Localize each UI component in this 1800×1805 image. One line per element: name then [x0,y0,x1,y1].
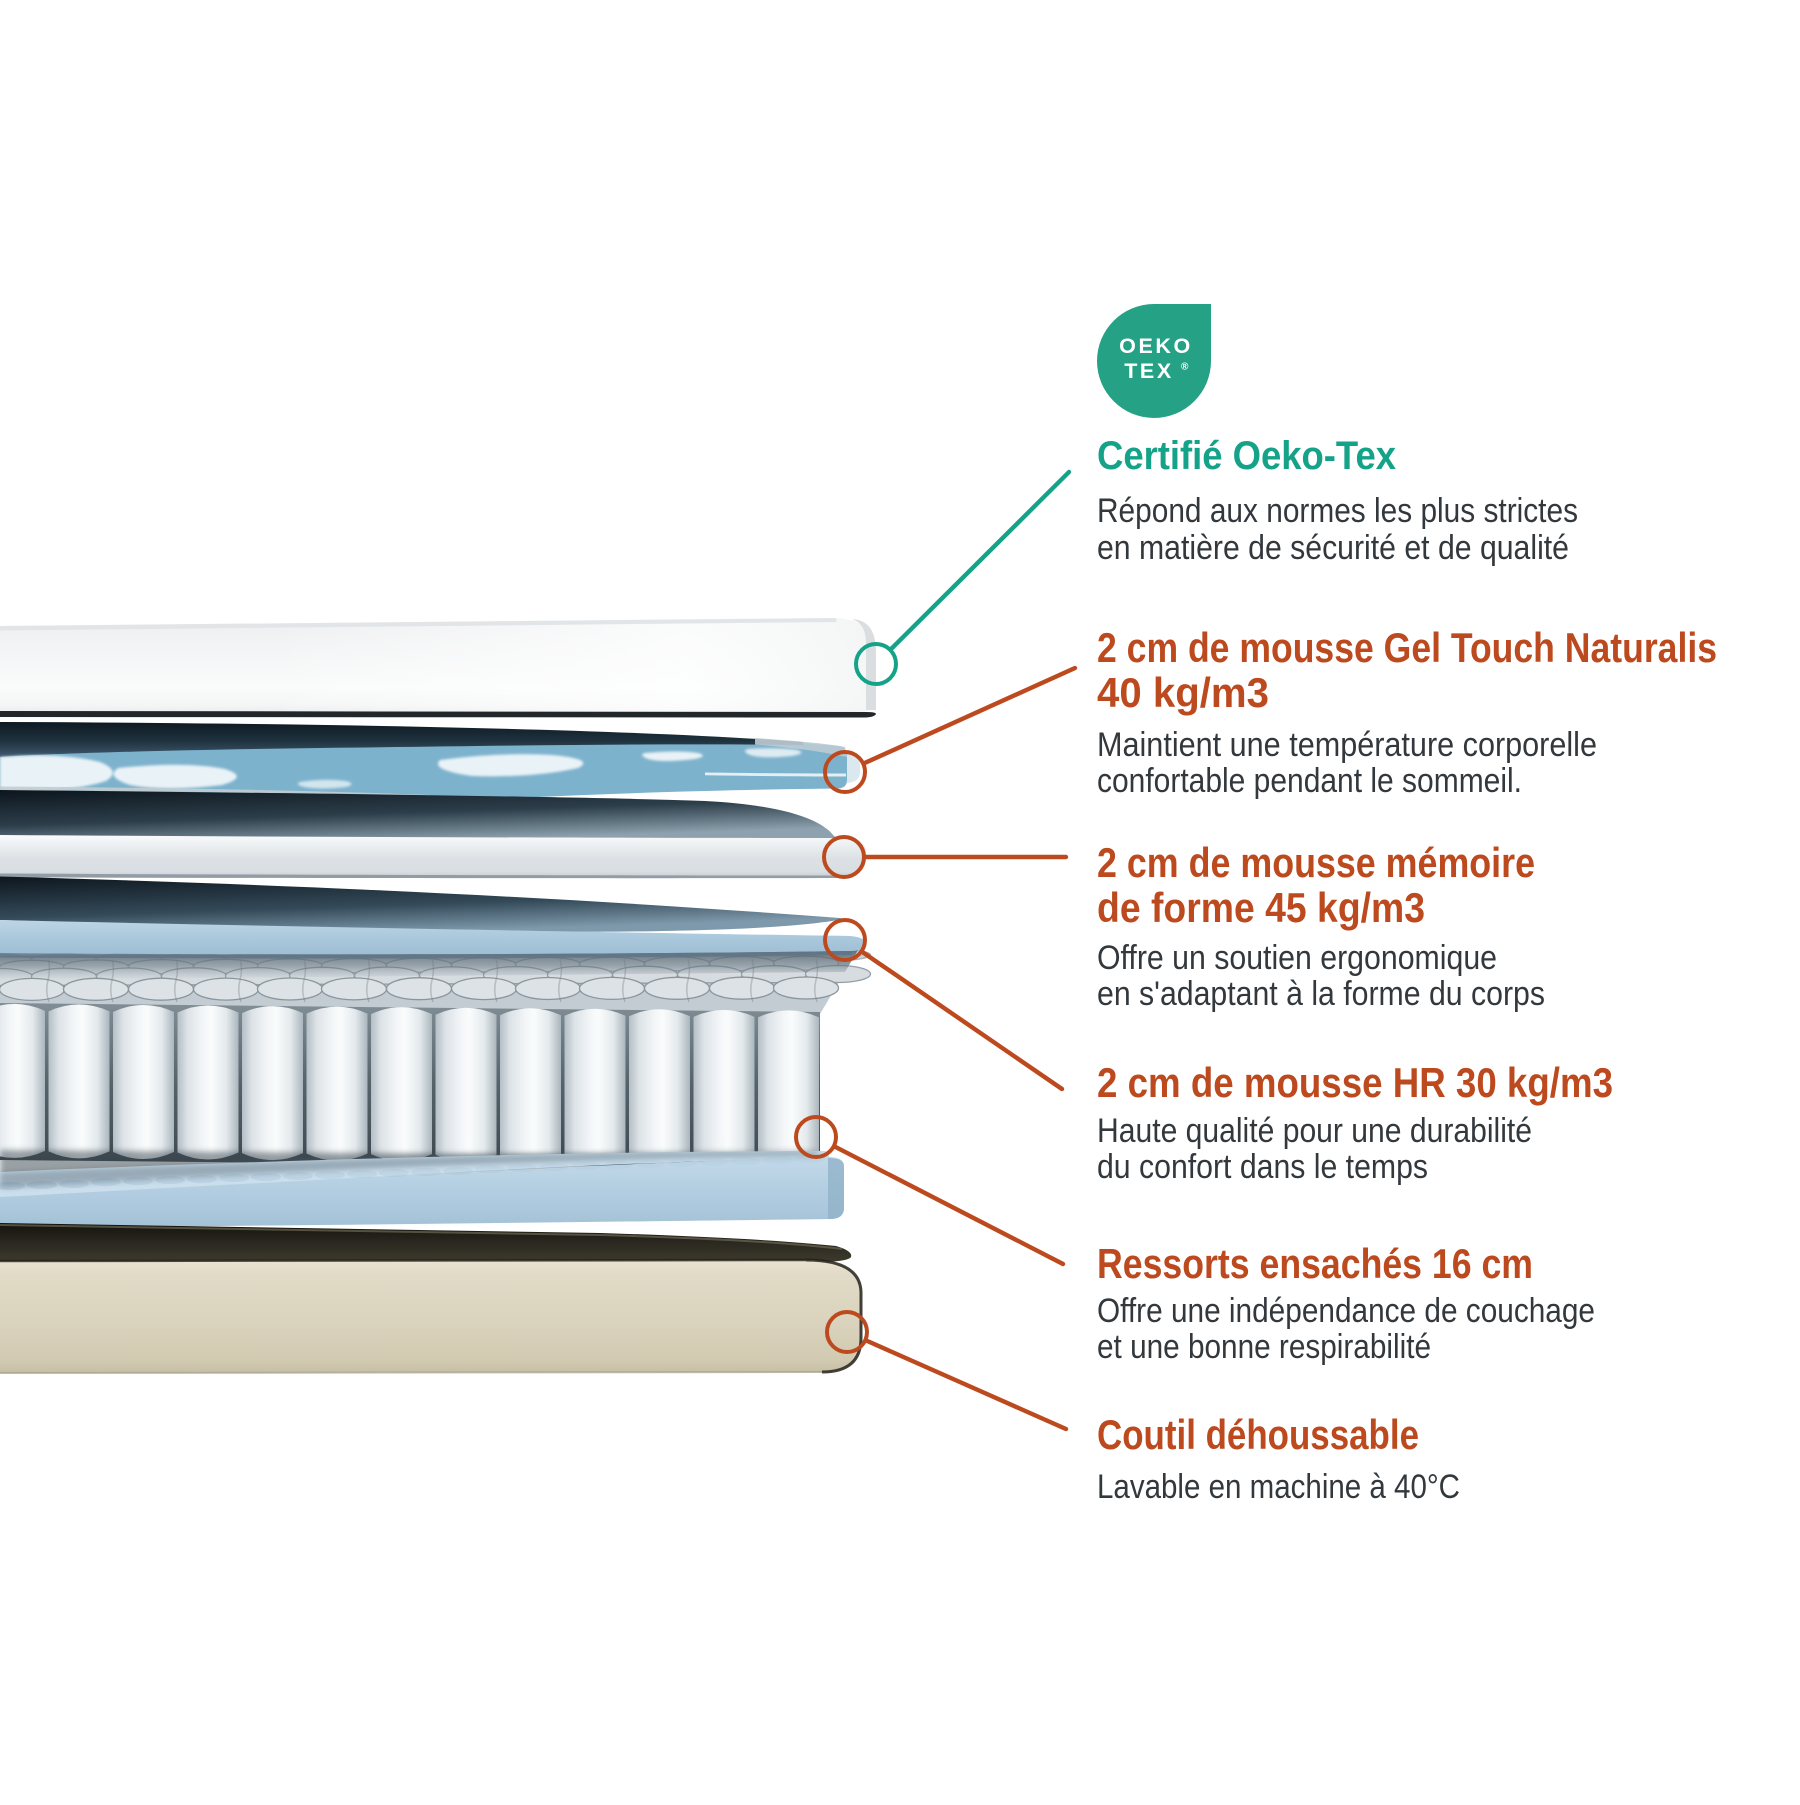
svg-text:Lavable en machine à 40°C: Lavable en machine à 40°C [1097,1468,1460,1506]
svg-text:et une bonne respirabilité: et une bonne respirabilité [1097,1328,1431,1366]
svg-text:confortable pendant le sommeil: confortable pendant le sommeil. [1097,762,1522,800]
svg-text:Maintient une température corp: Maintient une température corporelle [1097,726,1597,764]
svg-text:Certifié Oeko-Tex: Certifié Oeko-Tex [1097,434,1396,478]
svg-text:Haute qualité pour une durabil: Haute qualité pour une durabilité [1097,1112,1532,1150]
svg-text:40 kg/m3: 40 kg/m3 [1097,669,1269,716]
svg-text:de forme 45 kg/m3: de forme 45 kg/m3 [1097,884,1425,931]
svg-text:du confort dans le temps: du confort dans le temps [1097,1148,1428,1186]
svg-text:en matière de sécurité et de q: en matière de sécurité et de qualité [1097,529,1569,567]
svg-text:Répond aux normes les plus str: Répond aux normes les plus strictes [1097,492,1578,530]
svg-text:OEKO: OEKO [1119,334,1193,358]
svg-text:2 cm de mousse HR 30 kg/m3: 2 cm de mousse HR 30 kg/m3 [1097,1059,1613,1106]
svg-text:®: ® [1181,362,1189,373]
svg-text:Ressorts ensachés 16 cm: Ressorts ensachés 16 cm [1097,1240,1533,1287]
svg-text:Coutil déhoussable: Coutil déhoussable [1097,1411,1419,1458]
svg-text:en s'adaptant à la forme du co: en s'adaptant à la forme du corps [1097,975,1545,1013]
svg-text:Offre un soutien ergonomique: Offre un soutien ergonomique [1097,939,1497,977]
svg-text:Offre une indépendance de couc: Offre une indépendance de couchage [1097,1292,1595,1330]
svg-text:2 cm de mousse Gel Touch Natur: 2 cm de mousse Gel Touch Naturalis [1097,624,1717,671]
svg-text:2 cm de mousse mémoire: 2 cm de mousse mémoire [1097,839,1535,886]
svg-text:TEX: TEX [1124,359,1174,383]
